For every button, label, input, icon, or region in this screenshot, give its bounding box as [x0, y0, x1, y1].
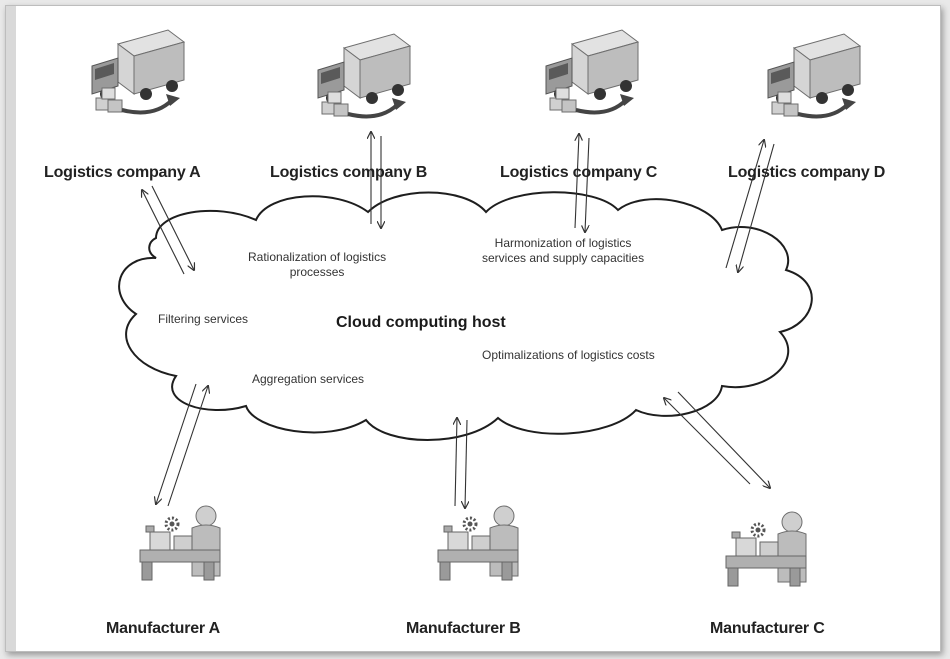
service-filtering: Filtering services: [158, 312, 249, 326]
arrow-company-a-up: [142, 190, 185, 275]
arrow-manufacturer-c-up: [664, 398, 751, 485]
frame-left-edge: [6, 6, 16, 651]
service-harmonization-line1: Harmonization of logistics: [494, 236, 632, 250]
service-harmonization: Harmonization of logistics services and …: [482, 236, 644, 266]
service-rationalization-line1: Rationalization of logistics: [248, 250, 387, 264]
diagram-frame: Logistics company A Logistics company B …: [5, 5, 941, 652]
service-harmonization-line2: services and supply capacities: [482, 251, 645, 265]
arrow-manufacturer-c-down: [677, 391, 770, 488]
diagram-canvas: [90, 28, 862, 588]
company-label-c: Logistics company C: [500, 164, 658, 181]
arrow-company-d-down: [738, 143, 775, 272]
company-label-a: Logistics company A: [44, 164, 201, 181]
manufacturer-worker-icon: [138, 504, 222, 582]
arrow-manufacturer-b-down: [465, 419, 467, 508]
cloud-shape: [118, 191, 813, 441]
arrow-manufacturer-b-up: [455, 418, 457, 507]
truck-icon: [766, 32, 862, 119]
company-label-b: Logistics company B: [270, 164, 428, 181]
service-rationalization: Rationalization of logistics processes: [248, 250, 386, 280]
connector-arrows: [142, 132, 775, 508]
truck-icon: [544, 28, 640, 115]
manufacturer-worker-icon: [436, 504, 520, 582]
arrow-company-c-up: [574, 134, 579, 229]
truck-icon: [90, 28, 186, 115]
service-optimalization: Optimalizations of logistics costs: [482, 348, 655, 362]
manufacturer-worker-icon: [724, 510, 808, 588]
manufacturer-label-a: Manufacturer A: [106, 620, 220, 637]
arrow-company-d-up: [725, 140, 764, 269]
cloud-host-label: Cloud computing host: [336, 314, 506, 331]
arrow-company-a-down: [151, 185, 194, 270]
company-label-d: Logistics company D: [728, 164, 886, 181]
arrow-manufacturer-a-down: [156, 383, 197, 504]
manufacturer-label-c: Manufacturer C: [710, 620, 825, 637]
service-rationalization-line2: processes: [289, 265, 345, 279]
arrow-manufacturer-a-up: [167, 386, 208, 507]
truck-icon: [316, 32, 412, 119]
service-aggregation: Aggregation services: [252, 372, 365, 386]
arrow-company-c-down: [585, 137, 590, 232]
manufacturer-label-b: Manufacturer B: [406, 620, 521, 637]
